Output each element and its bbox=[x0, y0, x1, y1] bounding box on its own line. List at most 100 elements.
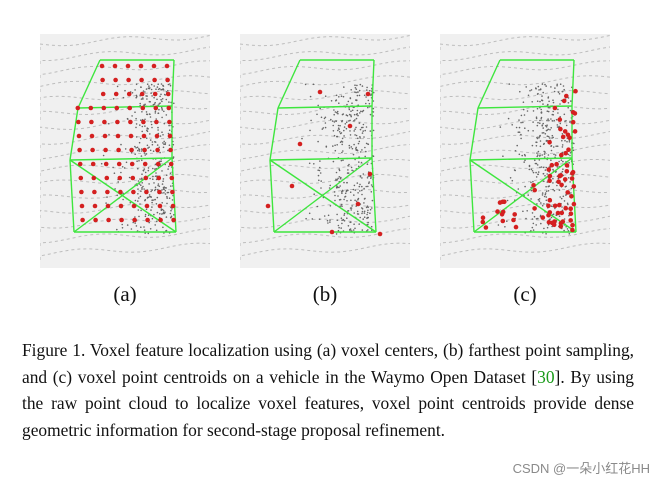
raw-point bbox=[150, 92, 152, 94]
feature-point bbox=[144, 203, 150, 209]
raw-point bbox=[308, 162, 311, 165]
raw-point bbox=[141, 188, 143, 190]
raw-point bbox=[535, 176, 538, 178]
raw-point bbox=[361, 85, 364, 87]
feature-point bbox=[157, 203, 163, 209]
feature-point bbox=[93, 217, 98, 223]
raw-point bbox=[324, 116, 327, 119]
feature-point bbox=[126, 77, 131, 83]
raw-point bbox=[143, 226, 145, 228]
feature-point bbox=[555, 210, 561, 216]
raw-point bbox=[120, 143, 122, 146]
raw-point bbox=[358, 122, 361, 124]
raw-point bbox=[316, 113, 318, 116]
raw-point bbox=[367, 99, 370, 102]
raw-point bbox=[327, 214, 330, 217]
raw-point bbox=[163, 110, 165, 113]
raw-point bbox=[337, 224, 340, 227]
raw-point bbox=[162, 142, 164, 144]
raw-point bbox=[157, 83, 159, 85]
raw-point bbox=[121, 166, 124, 168]
raw-point bbox=[366, 216, 369, 219]
raw-point bbox=[157, 184, 159, 187]
raw-point bbox=[335, 99, 337, 102]
raw-point bbox=[527, 194, 529, 196]
raw-point bbox=[359, 136, 361, 138]
raw-point bbox=[149, 149, 152, 152]
raw-point bbox=[161, 213, 163, 215]
feature-point bbox=[562, 129, 568, 134]
raw-point bbox=[547, 103, 549, 106]
raw-point bbox=[355, 88, 358, 90]
feature-point bbox=[552, 203, 558, 209]
raw-point bbox=[561, 139, 563, 142]
feature-point bbox=[265, 203, 271, 209]
feature-point bbox=[112, 63, 118, 69]
feature-point bbox=[572, 129, 578, 134]
feature-point bbox=[77, 161, 83, 167]
raw-point bbox=[162, 88, 165, 91]
raw-point bbox=[137, 209, 140, 211]
raw-point bbox=[340, 176, 342, 179]
scan-line bbox=[440, 144, 610, 162]
feature-point bbox=[100, 91, 106, 97]
raw-point bbox=[317, 104, 319, 107]
raw-point bbox=[339, 124, 341, 127]
raw-point bbox=[358, 161, 360, 163]
feature-point bbox=[141, 133, 147, 139]
raw-point bbox=[127, 118, 129, 120]
raw-point bbox=[552, 182, 554, 184]
raw-point bbox=[568, 162, 570, 164]
raw-point bbox=[149, 139, 152, 141]
raw-point bbox=[154, 110, 157, 113]
scan-line bbox=[240, 75, 410, 92]
raw-point bbox=[349, 191, 352, 193]
bounding-box-edge bbox=[69, 159, 75, 233]
feature-point bbox=[480, 215, 486, 220]
raw-point bbox=[354, 91, 356, 93]
raw-point bbox=[361, 185, 363, 188]
scan-line bbox=[440, 173, 610, 190]
raw-point bbox=[517, 131, 520, 133]
raw-point bbox=[138, 197, 140, 199]
raw-point bbox=[359, 137, 361, 139]
feature-point bbox=[502, 199, 507, 205]
raw-point bbox=[343, 86, 345, 88]
raw-point bbox=[539, 154, 541, 156]
raw-point bbox=[504, 226, 506, 228]
raw-point bbox=[349, 119, 351, 122]
raw-point bbox=[539, 140, 542, 142]
raw-point bbox=[524, 159, 526, 162]
citation-link[interactable]: 30 bbox=[537, 366, 555, 387]
raw-point bbox=[518, 126, 521, 129]
raw-point bbox=[354, 199, 356, 202]
raw-point bbox=[142, 169, 145, 172]
feature-point bbox=[99, 63, 105, 69]
raw-point bbox=[142, 98, 144, 100]
raw-point bbox=[545, 126, 548, 128]
raw-point bbox=[562, 85, 565, 87]
feature-point bbox=[546, 220, 552, 225]
feature-point bbox=[118, 189, 123, 195]
raw-point bbox=[168, 101, 170, 103]
raw-point bbox=[161, 108, 163, 110]
raw-point bbox=[538, 89, 540, 91]
raw-point bbox=[527, 129, 530, 132]
raw-point bbox=[354, 84, 356, 86]
raw-point bbox=[567, 177, 570, 179]
raw-point bbox=[156, 144, 159, 146]
raw-point bbox=[155, 172, 157, 174]
raw-point bbox=[544, 193, 547, 196]
raw-point bbox=[163, 212, 166, 215]
feature-point bbox=[140, 105, 146, 111]
raw-point bbox=[553, 119, 555, 122]
raw-point bbox=[320, 180, 322, 182]
raw-point bbox=[367, 223, 369, 226]
raw-point bbox=[344, 123, 347, 125]
raw-point bbox=[544, 169, 547, 171]
raw-point bbox=[372, 100, 375, 102]
raw-point bbox=[145, 137, 148, 139]
raw-point bbox=[545, 190, 548, 193]
feature-point bbox=[142, 147, 147, 153]
raw-point bbox=[134, 111, 136, 113]
